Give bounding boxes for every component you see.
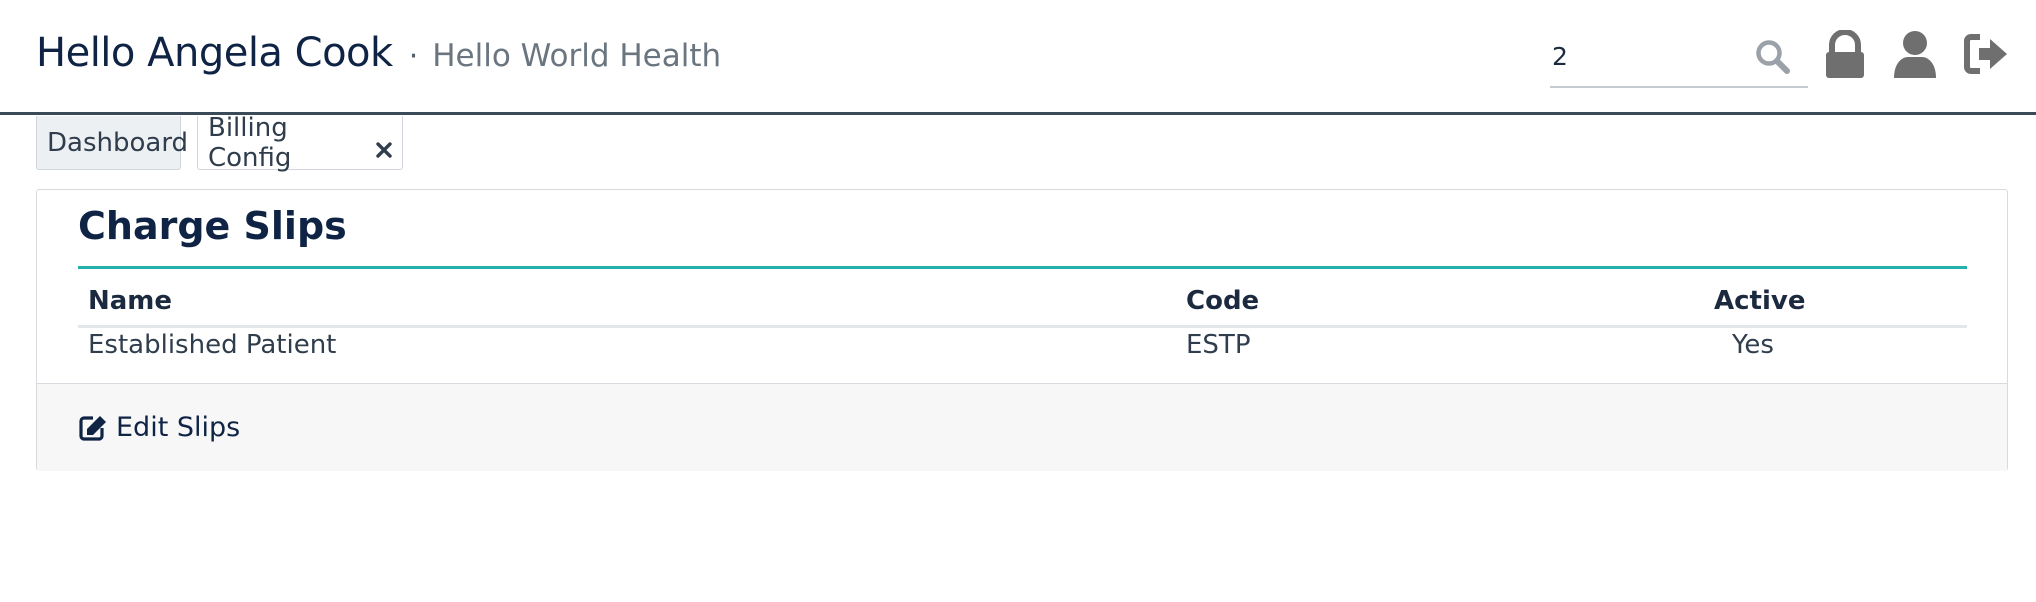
edit-slips-button[interactable]: Edit Slips — [78, 412, 240, 443]
close-icon[interactable] — [376, 135, 392, 158]
header-divider — [78, 325, 1967, 328]
tab-label: Billing Config — [208, 112, 292, 173]
column-header-name: Name — [88, 286, 173, 316]
column-header-code: Code — [1186, 286, 1260, 316]
lock-icon[interactable] — [1822, 29, 1868, 80]
cell-code: ESTP — [1186, 330, 1251, 360]
cell-name: Established Patient — [88, 330, 337, 360]
greeting: Hello Angela Cook · Hello World Health — [36, 30, 721, 76]
cell-active: Yes — [1732, 330, 1774, 360]
search-box — [1550, 30, 1808, 88]
search-icon[interactable] — [1754, 38, 1792, 76]
edit-slips-label: Edit Slips — [116, 412, 241, 443]
panel-title: Charge Slips — [78, 204, 347, 248]
organization-name: Hello World Health — [432, 38, 722, 74]
tab-billing-config[interactable]: Billing Config — [197, 112, 403, 173]
tab-bar: Dashboard Billing Config — [36, 112, 403, 173]
panel-footer: Edit Slips — [37, 383, 2007, 471]
search-input[interactable] — [1550, 30, 1742, 82]
user-greeting: Hello Angela Cook — [36, 30, 393, 76]
top-bar: Hello Angela Cook · Hello World Health — [0, 0, 2036, 115]
sign-out-icon[interactable] — [1963, 30, 2009, 80]
greeting-separator: · — [408, 39, 419, 74]
tab-dashboard[interactable]: Dashboard — [36, 116, 188, 170]
charge-slips-panel: Charge Slips Name Code Active Establishe… — [36, 189, 2008, 471]
tab-label: Dashboard — [47, 127, 189, 158]
title-underline — [78, 266, 1967, 269]
edit-icon — [79, 415, 106, 441]
column-header-active: Active — [1714, 286, 1806, 316]
user-icon[interactable] — [1892, 30, 1938, 80]
